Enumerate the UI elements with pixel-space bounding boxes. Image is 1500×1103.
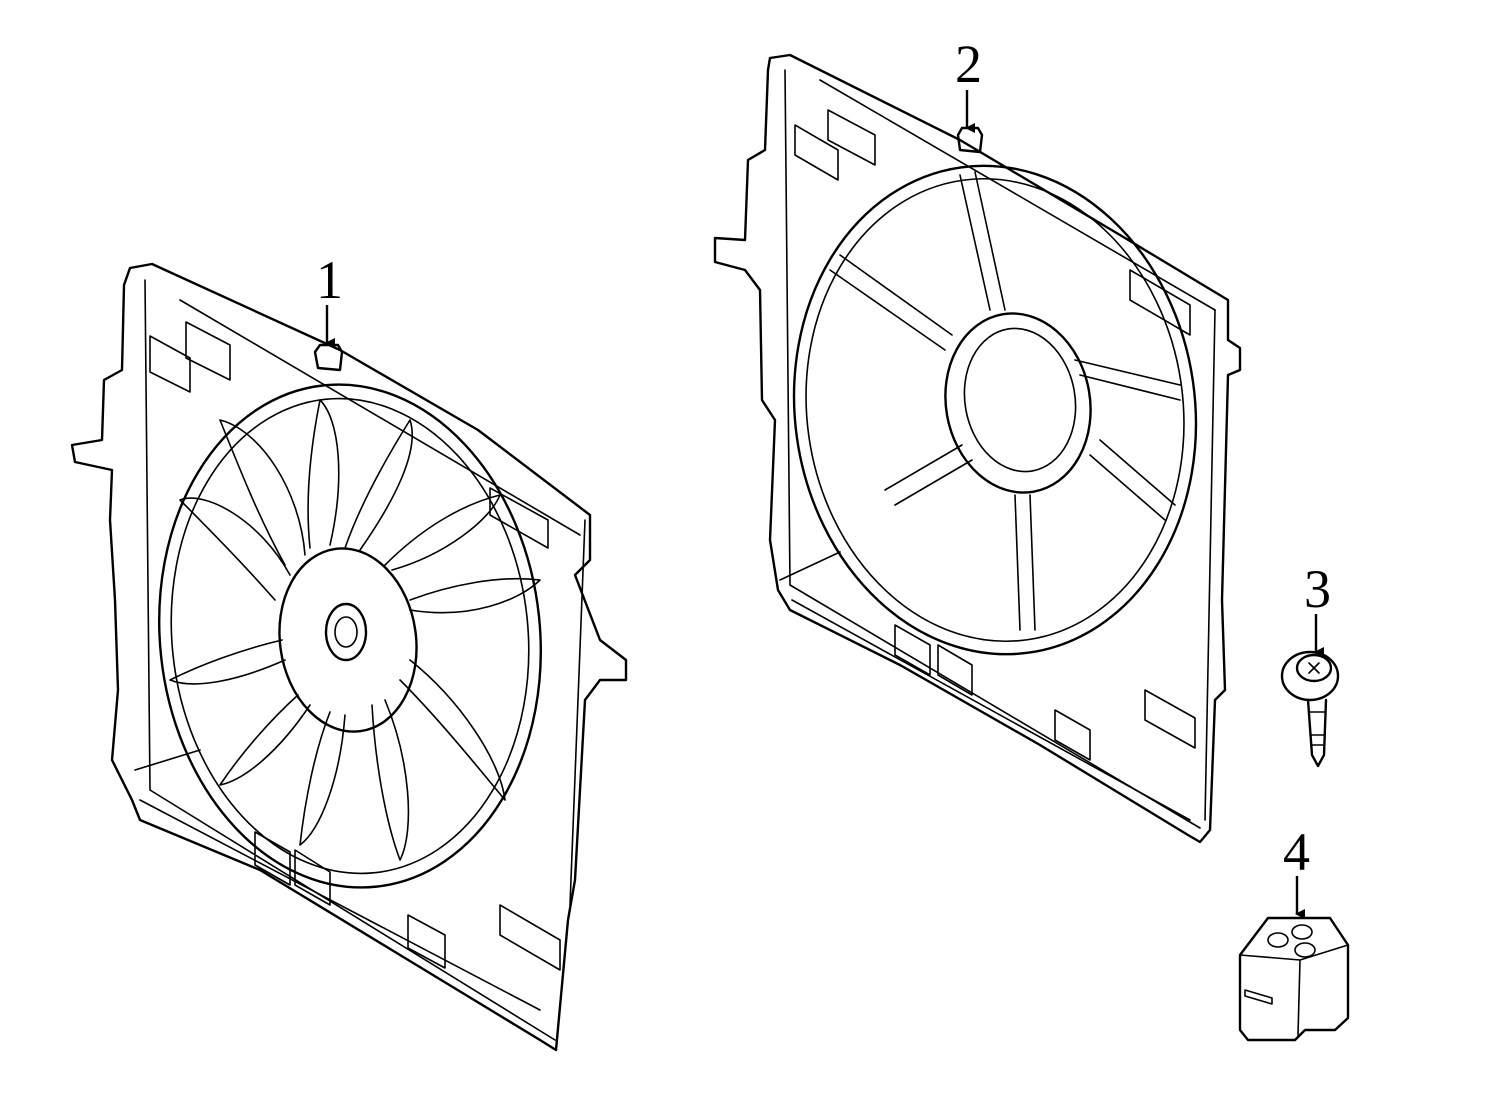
fan-assembly-flange (144, 279, 586, 1041)
fan-assembly-hub-bore (334, 616, 358, 648)
screw-washer (1280, 650, 1340, 702)
fan-assembly-ring-inner (170, 397, 530, 875)
screw-thread (1308, 711, 1326, 746)
fan-shroud-slots (794, 109, 1196, 749)
mount-bushing-body (1238, 916, 1350, 1042)
fan-assembly-shroud (70, 262, 628, 1052)
mount-bushing-hole-c (1294, 942, 1316, 958)
mount-bushing-slot (1244, 989, 1273, 1005)
fan-shroud-body (713, 53, 1242, 844)
fan-assembly-rib (134, 299, 581, 1011)
screw-part[interactable] (1280, 650, 1340, 768)
fan-shroud-ring (792, 164, 1198, 656)
fan-shroud-tabs (894, 624, 1091, 761)
fan-assembly-pin (313, 343, 344, 372)
fan-assembly-tabs (254, 831, 446, 969)
callout-1-number: 1 (316, 250, 343, 310)
fan-shroud-spokes (829, 171, 1181, 631)
fan-assembly-slots (149, 321, 561, 971)
fan-shroud-rib (779, 79, 1216, 821)
fan-assembly-hub (278, 547, 418, 733)
callout-3-number: 3 (1304, 559, 1331, 619)
callout-1: 1 (316, 250, 343, 348)
fan-shroud-part[interactable] (713, 53, 1242, 844)
fan-assembly-hub-center (324, 602, 368, 662)
screw-drive-icon (1308, 662, 1320, 674)
fan-assembly-blades (169, 399, 541, 861)
fan-shroud-ring-inner (805, 177, 1185, 643)
fan-assembly-part[interactable] (70, 262, 628, 1052)
mount-bushing-hole-a (1267, 932, 1289, 948)
callout-3: 3 (1304, 559, 1331, 657)
fan-shroud-hub (944, 312, 1092, 494)
callout-2-number: 2 (955, 34, 982, 94)
mount-bushing-part[interactable] (1238, 916, 1350, 1042)
callout-4-number: 4 (1283, 822, 1310, 882)
fan-assembly-ring (158, 383, 542, 889)
mount-bushing-edge (1239, 944, 1349, 1036)
fan-shroud-pin (956, 126, 984, 154)
callout-2: 2 (955, 34, 982, 133)
mount-bushing-hole-b (1291, 924, 1313, 940)
fan-shroud-hub-inner (963, 327, 1077, 473)
callout-4: 4 (1283, 822, 1310, 919)
screw-shank (1306, 698, 1328, 768)
